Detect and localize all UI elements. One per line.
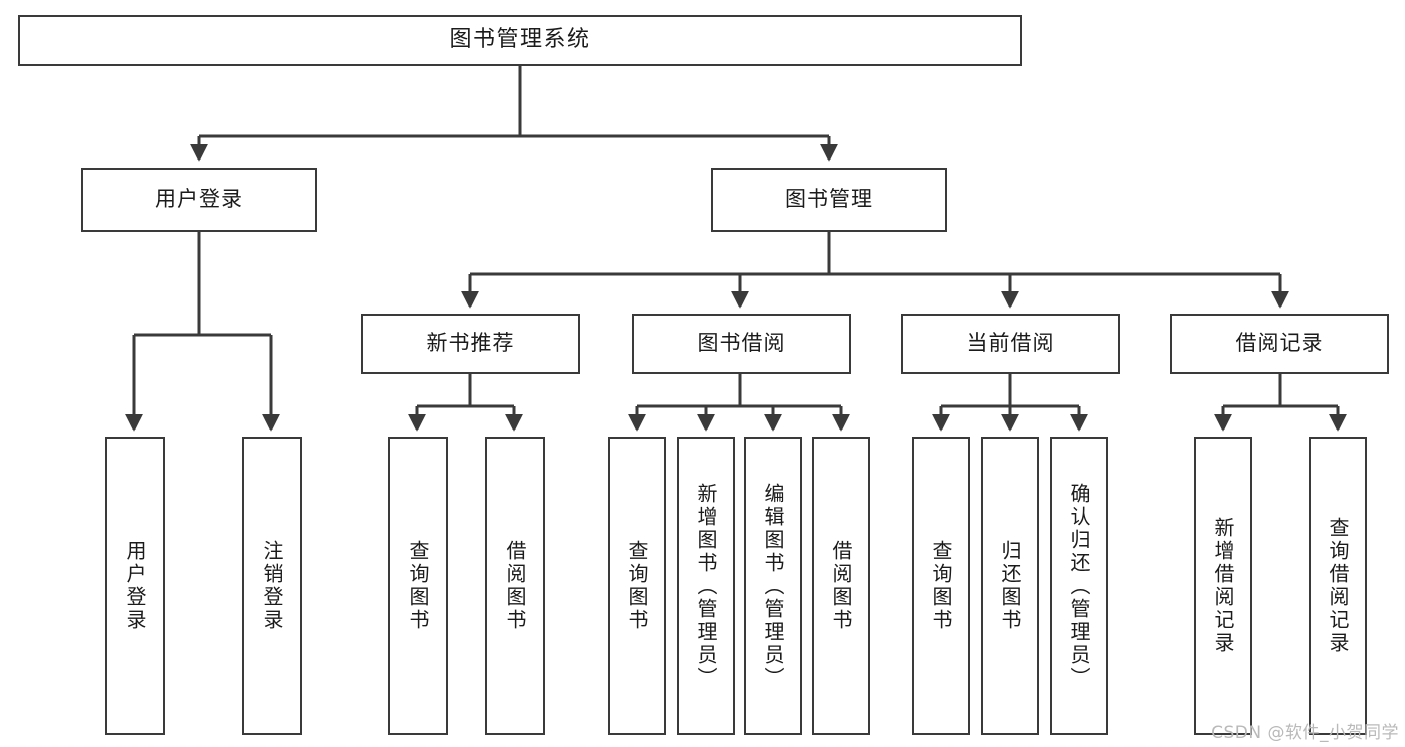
node-new-book-recommend[interactable]: 新书推荐 [361, 314, 580, 374]
leaf-current-query-book[interactable]: 查询图书 [912, 437, 970, 735]
leaf-user-login-signout[interactable]: 注销登录 [242, 437, 302, 735]
leaf-record-add[interactable]: 新增借阅记录 [1194, 437, 1252, 735]
leaf-current-confirm-return[interactable]: 确认归还（管理员） [1050, 437, 1108, 735]
leaf-borrow-query-book[interactable]: 查询图书 [608, 437, 666, 735]
leaf-borrow-add-book[interactable]: 新增图书（管理员） [677, 437, 735, 735]
leaf-current-return-book[interactable]: 归还图书 [981, 437, 1039, 735]
leaf-borrow-borrow-book[interactable]: 借阅图书 [812, 437, 870, 735]
node-borrow-record[interactable]: 借阅记录 [1170, 314, 1389, 374]
leaf-new-book-borrow[interactable]: 借阅图书 [485, 437, 545, 735]
leaf-new-book-query[interactable]: 查询图书 [388, 437, 448, 735]
node-user-login[interactable]: 用户登录 [81, 168, 317, 232]
node-book-management[interactable]: 图书管理 [711, 168, 947, 232]
node-current-borrow[interactable]: 当前借阅 [901, 314, 1120, 374]
leaf-borrow-edit-book[interactable]: 编辑图书（管理员） [744, 437, 802, 735]
node-book-borrow[interactable]: 图书借阅 [632, 314, 851, 374]
leaf-record-query[interactable]: 查询借阅记录 [1309, 437, 1367, 735]
leaf-user-login-signin[interactable]: 用户登录 [105, 437, 165, 735]
node-root-system[interactable]: 图书管理系统 [18, 15, 1022, 66]
